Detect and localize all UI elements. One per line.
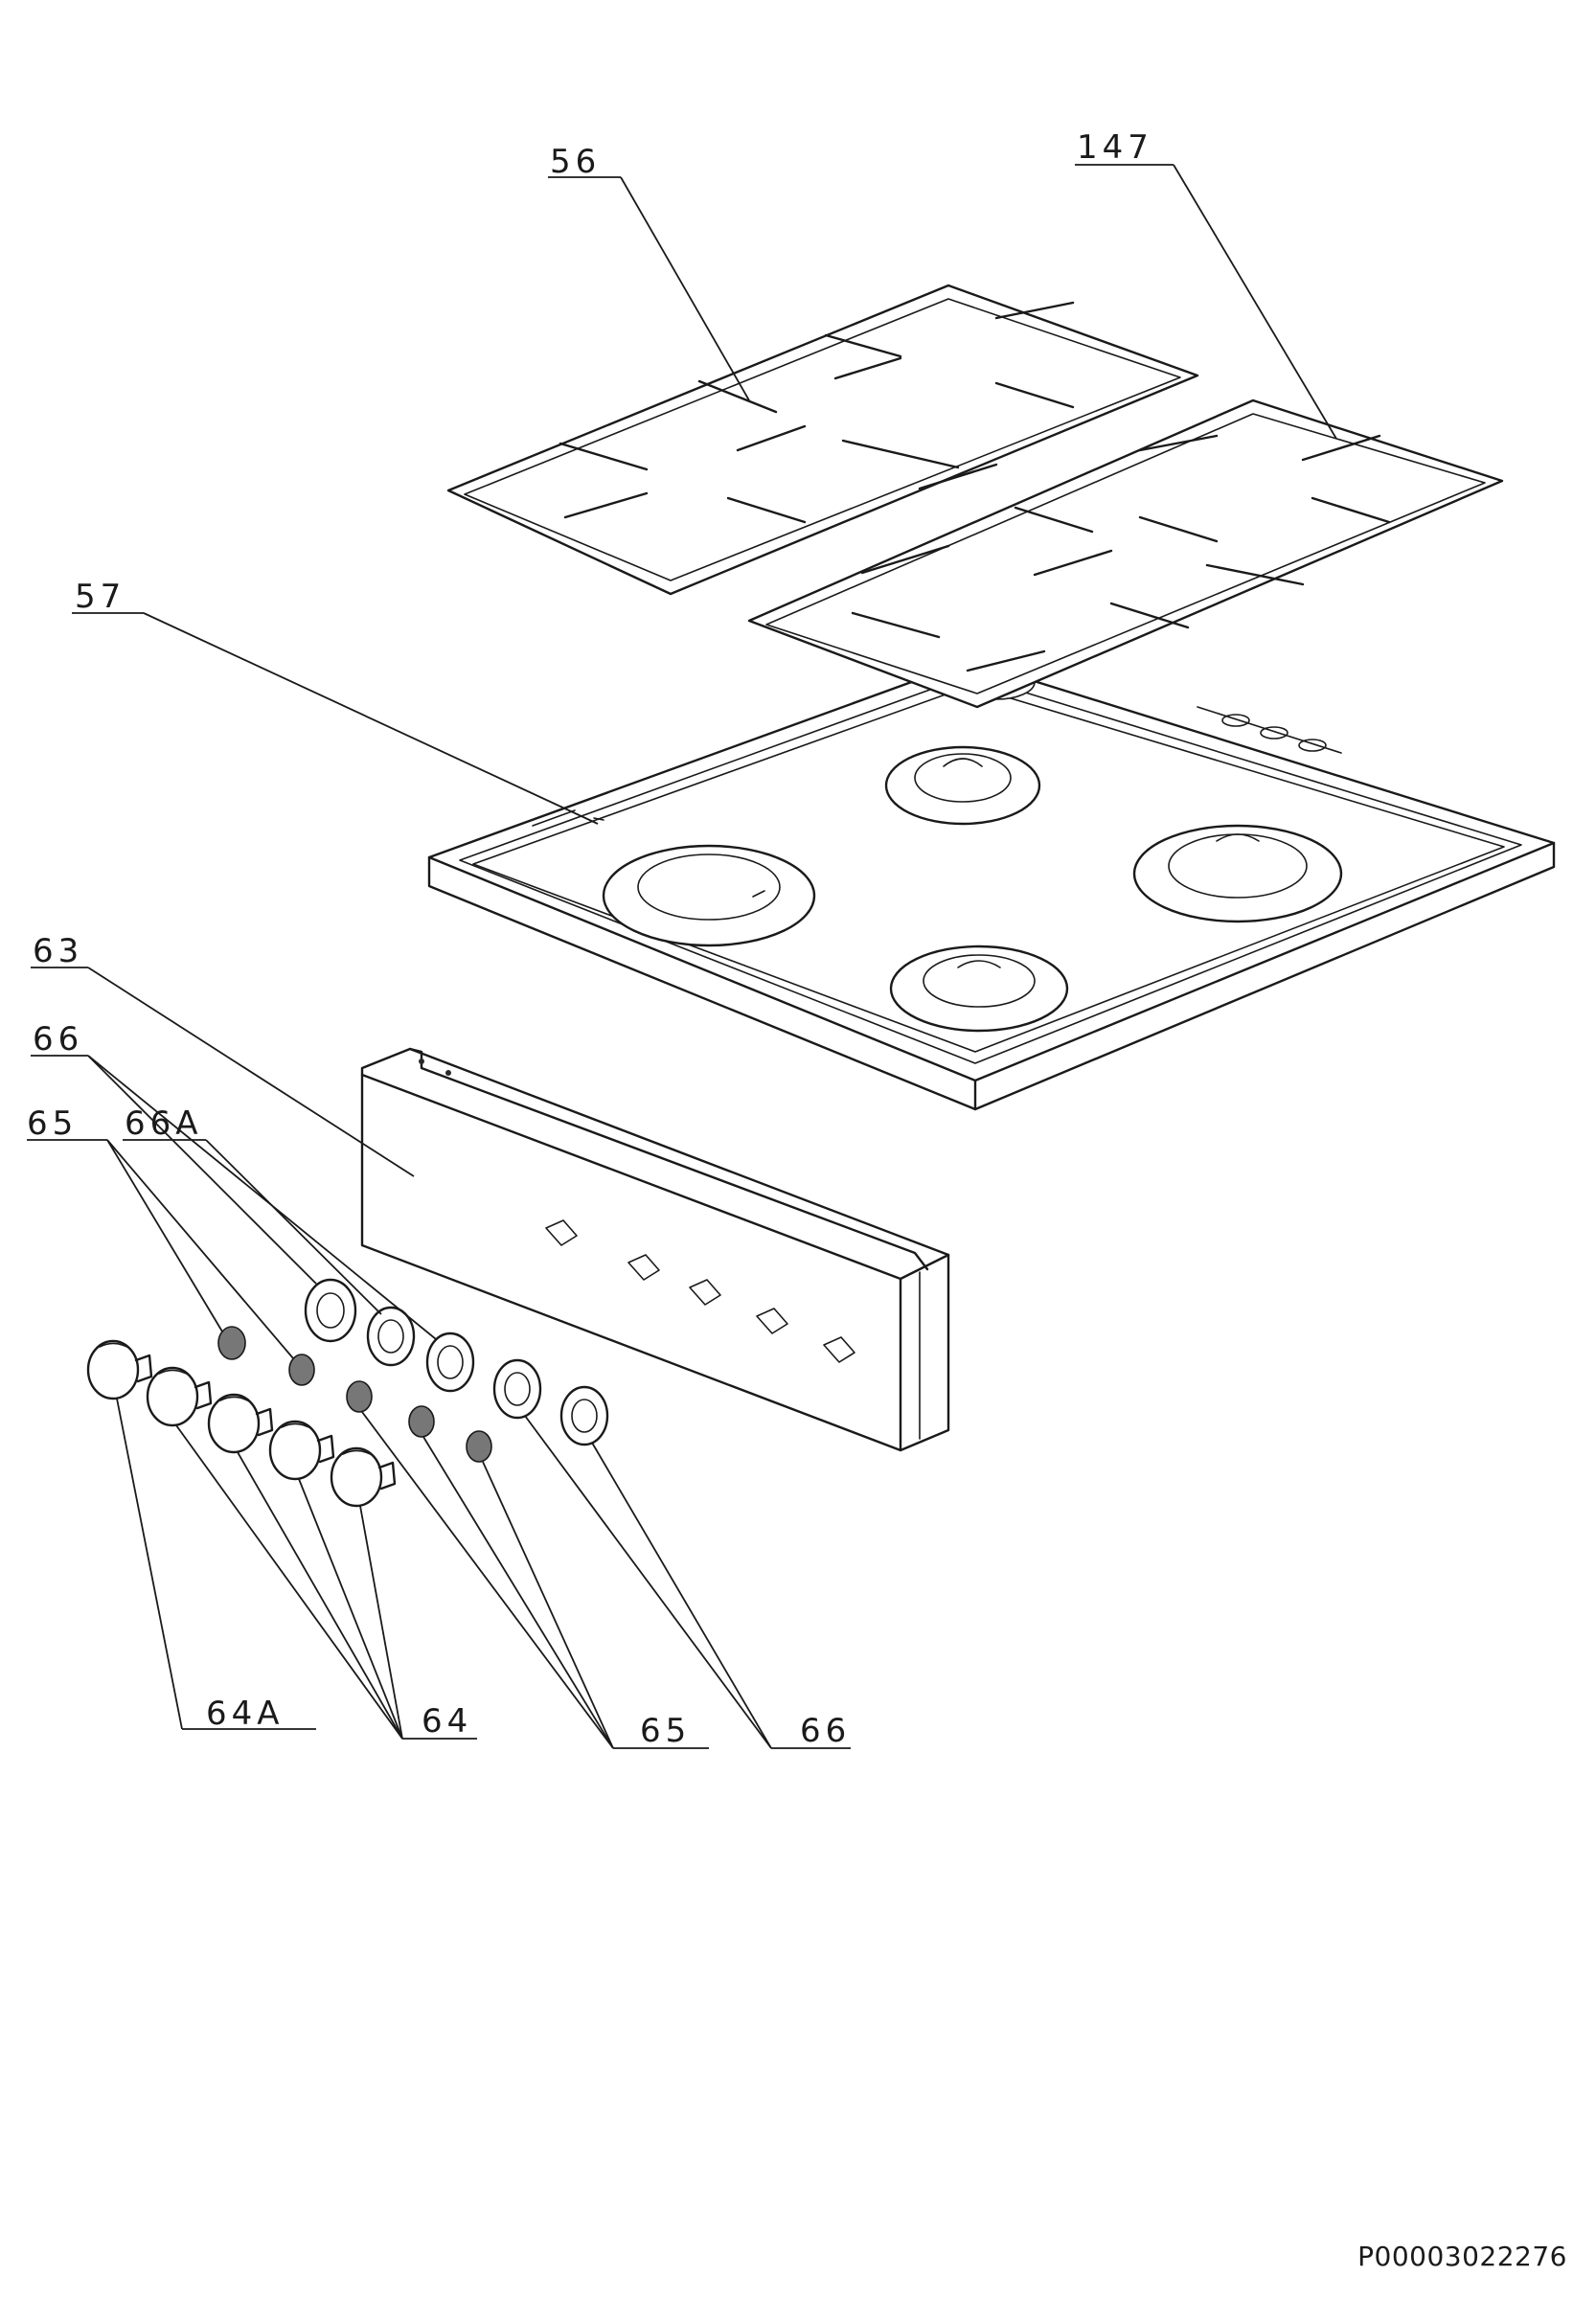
- spring: [466, 1430, 492, 1463]
- burner-front: [889, 945, 1069, 1033]
- springs: [217, 1326, 492, 1463]
- pan-support-right: [747, 398, 1504, 709]
- bezel-ring: [366, 1306, 416, 1367]
- bezel-ring: [304, 1278, 357, 1343]
- callout-64a: 64A: [206, 1695, 285, 1733]
- knob: [268, 1420, 335, 1481]
- control-panel: [360, 1047, 950, 1452]
- callout-66-top: 66: [33, 1020, 83, 1058]
- burner-left: [602, 844, 816, 947]
- burner-rear: [884, 745, 1041, 826]
- pan-support-left: [446, 284, 1199, 596]
- knob: [86, 1339, 153, 1400]
- callout-63: 63: [33, 932, 83, 970]
- leader-lines: [27, 164, 1337, 1749]
- spring: [288, 1354, 315, 1386]
- callout-147: 147: [1077, 128, 1153, 167]
- spring: [408, 1405, 435, 1438]
- callout-56: 56: [550, 143, 601, 181]
- spring: [346, 1380, 373, 1413]
- knob: [330, 1446, 397, 1508]
- callout-66-bottom: 66: [800, 1712, 851, 1750]
- knob: [146, 1366, 213, 1427]
- burner-right: [1132, 824, 1343, 923]
- callout-65-bottom: 65: [640, 1712, 691, 1750]
- knob: [207, 1393, 274, 1454]
- knobs: [86, 1339, 397, 1508]
- bezel-ring: [559, 1385, 609, 1446]
- hob-top: [427, 659, 1556, 1111]
- bezel-rings: [304, 1278, 609, 1446]
- spring: [217, 1326, 246, 1360]
- callout-57: 57: [75, 578, 125, 616]
- callout-65-top: 65: [27, 1104, 78, 1143]
- callout-66a: 66A: [125, 1104, 203, 1143]
- bezel-ring: [492, 1358, 542, 1420]
- callout-64: 64: [422, 1702, 472, 1741]
- bezel-ring: [425, 1332, 475, 1393]
- callout-labels: 56 147 57 63 66 65 66A 64A 64 65 66: [27, 128, 1153, 1750]
- document-reference-code: P00003022276: [1357, 2241, 1567, 2272]
